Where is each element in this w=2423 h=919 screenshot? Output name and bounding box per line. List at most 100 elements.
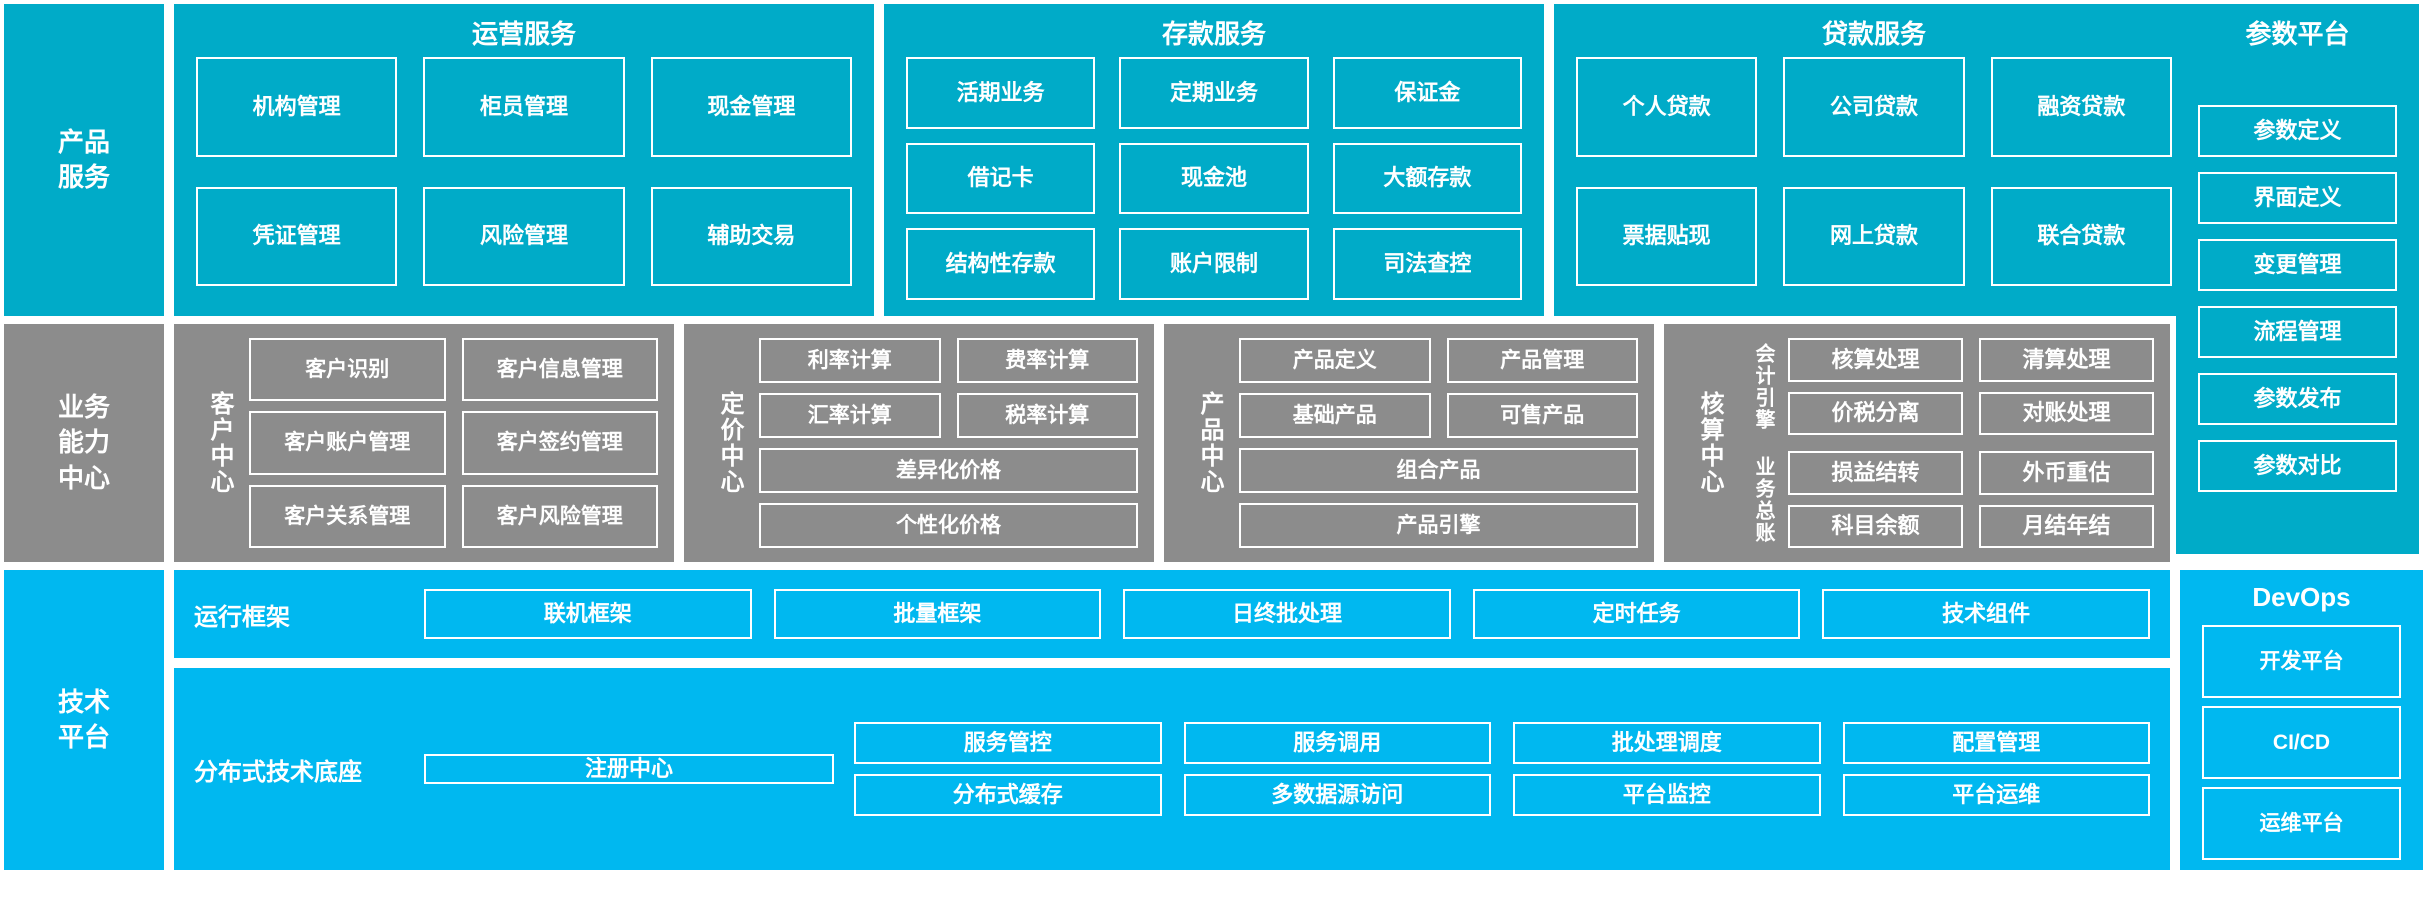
parameter-platform-list: 参数定义 界面定义 变更管理 流程管理 参数发布 参数对比 xyxy=(2198,57,2397,540)
service-cell[interactable]: 结构性存款 xyxy=(906,228,1096,300)
capability-cell[interactable]: 客户签约管理 xyxy=(461,411,658,475)
service-cell[interactable]: 风险管理 xyxy=(423,186,625,286)
base-cell[interactable]: 服务调用 xyxy=(1183,722,1491,764)
capability-cell[interactable]: 利率计算 xyxy=(759,338,941,383)
layer-business-capability: 业务能力中心 客户中心 客户识别 客户信息管理 客户账户管理 客户签约管理 客户… xyxy=(0,324,2423,562)
group-title-deposit: 存款服务 xyxy=(1161,19,1266,49)
capability-cell[interactable]: 基础产品 xyxy=(1239,393,1431,438)
operations-service-grid: 机构管理 柜员管理 现金管理 凭证管理 风险管理 辅助交易 xyxy=(196,57,852,300)
layer-product-services: 产品服务 运营服务 机构管理 柜员管理 现金管理 凭证管理 风险管理 辅助交易 … xyxy=(0,4,2423,554)
center-product: 产品中心 产品定义 产品管理 基础产品 可售产品 组合产品 产品引擎 xyxy=(1164,324,1654,562)
distributed-base-row: 分布式技术底座 注册中心 服务管控 分布式缓存 服务调用 多数据源访问 批处理调… xyxy=(174,668,2170,870)
service-cell[interactable]: 现金管理 xyxy=(650,57,852,157)
capability-cell[interactable]: 客户账户管理 xyxy=(249,411,446,475)
subgroup-label-business-ledger: 业务总账 xyxy=(1752,455,1774,544)
capability-cell[interactable]: 对账处理 xyxy=(1979,391,2154,435)
capability-cell[interactable]: 核算处理 xyxy=(1788,338,1963,382)
capability-cell[interactable]: 客户关系管理 xyxy=(249,484,446,548)
devops-cell[interactable]: 开发平台 xyxy=(2202,625,2401,698)
accounting-subgroup-ledger: 业务总账 损益结转 外币重估 科目余额 月结年结 xyxy=(1739,451,2154,548)
capability-cell[interactable]: 产品引擎 xyxy=(1239,503,1638,548)
registry-center-cell[interactable]: 注册中心 xyxy=(424,753,834,785)
capability-cell[interactable]: 可售产品 xyxy=(1446,393,1638,438)
center-label-product: 产品中心 xyxy=(1196,391,1223,495)
service-cell[interactable]: 凭证管理 xyxy=(196,186,398,286)
service-cell[interactable]: 网上贷款 xyxy=(1783,186,1965,286)
center-accounting: 核算中心 会计引擎 核算处理 清算处理 价税分离 对账处理 业务总账 损益结转 xyxy=(1664,324,2170,562)
center-customer: 客户中心 客户识别 客户信息管理 客户账户管理 客户签约管理 客户关系管理 客户… xyxy=(174,324,674,562)
service-cell[interactable]: 大额存款 xyxy=(1332,142,1522,215)
parameter-cell[interactable]: 变更管理 xyxy=(2198,239,2397,291)
parameter-cell[interactable]: 界面定义 xyxy=(2198,172,2397,224)
base-cell[interactable]: 平台运维 xyxy=(1842,774,2150,816)
subgroup-label-accounting-engine: 会计引擎 xyxy=(1752,342,1774,431)
runtime-cell[interactable]: 技术组件 xyxy=(1822,589,2150,639)
base-cell[interactable]: 配置管理 xyxy=(1842,722,2150,764)
group-operations-services: 运营服务 机构管理 柜员管理 现金管理 凭证管理 风险管理 辅助交易 xyxy=(174,4,874,316)
capability-cell[interactable]: 价税分离 xyxy=(1788,391,1963,435)
service-cell[interactable]: 辅助交易 xyxy=(650,186,852,286)
service-cell[interactable]: 个人贷款 xyxy=(1576,57,1758,157)
runtime-cell[interactable]: 日终批处理 xyxy=(1123,589,1451,639)
parameter-cell[interactable]: 参数对比 xyxy=(2198,440,2397,492)
service-cell[interactable]: 现金池 xyxy=(1119,142,1309,215)
base-cell[interactable]: 分布式缓存 xyxy=(854,774,1162,816)
service-cell[interactable]: 融资贷款 xyxy=(1990,57,2172,157)
base-cell[interactable]: 服务管控 xyxy=(854,722,1162,764)
runtime-cell[interactable]: 联机框架 xyxy=(424,589,752,639)
service-cell[interactable]: 账户限制 xyxy=(1119,228,1309,300)
capability-cell[interactable]: 税率计算 xyxy=(956,393,1138,438)
parameter-cell[interactable]: 流程管理 xyxy=(2198,306,2397,358)
capability-cell[interactable]: 客户信息管理 xyxy=(461,338,658,402)
service-cell[interactable]: 公司贷款 xyxy=(1783,57,1965,157)
capability-cell[interactable]: 损益结转 xyxy=(1788,451,1963,495)
parameter-cell[interactable]: 参数定义 xyxy=(2198,105,2397,157)
accounting-center-inner: 会计引擎 核算处理 清算处理 价税分离 对账处理 业务总账 损益结转 外币重估 … xyxy=(1739,338,2154,548)
runtime-framework-row: 运行框架 联机框架 批量框架 日终批处理 定时任务 技术组件 xyxy=(174,570,2170,658)
customer-center-grid: 客户识别 客户信息管理 客户账户管理 客户签约管理 客户关系管理 客户风险管理 xyxy=(249,338,658,548)
distributed-base-label: 分布式技术底座 xyxy=(194,758,362,786)
capability-cell[interactable]: 月结年结 xyxy=(1979,504,2154,548)
capability-cell[interactable]: 外币重估 xyxy=(1979,451,2154,495)
base-cell[interactable]: 多数据源访问 xyxy=(1183,774,1491,816)
parameter-cell[interactable]: 参数发布 xyxy=(2198,373,2397,425)
capability-cell[interactable]: 清算处理 xyxy=(1979,338,2154,382)
group-parameter-platform: 参数平台 参数定义 界面定义 变更管理 流程管理 参数发布 参数对比 xyxy=(2176,4,2419,554)
tech-platform-main: 运行框架 联机框架 批量框架 日终批处理 定时任务 技术组件 分布式技术底座 注… xyxy=(174,570,2170,870)
capability-cell[interactable]: 差异化价格 xyxy=(759,448,1138,493)
service-cell[interactable]: 联合贷款 xyxy=(1990,186,2172,286)
capability-cell[interactable]: 个性化价格 xyxy=(759,503,1138,548)
base-column: 批处理调度 平台监控 xyxy=(1513,722,1821,816)
service-cell[interactable]: 票据贴现 xyxy=(1576,186,1758,286)
runtime-cell[interactable]: 批量框架 xyxy=(773,589,1102,639)
devops-cell[interactable]: CI/CD xyxy=(2202,706,2401,779)
group-title-parameter-platform: 参数平台 xyxy=(2245,19,2350,49)
product-center-grid: 产品定义 产品管理 基础产品 可售产品 组合产品 产品引擎 xyxy=(1239,338,1638,548)
devops-cell[interactable]: 运维平台 xyxy=(2202,787,2401,860)
service-cell[interactable]: 保证金 xyxy=(1332,57,1522,129)
group-devops: DevOps 开发平台 CI/CD 运维平台 xyxy=(2180,570,2423,870)
service-cell[interactable]: 司法查控 xyxy=(1332,228,1522,300)
service-cell[interactable]: 柜员管理 xyxy=(423,57,625,157)
capability-cell[interactable]: 汇率计算 xyxy=(759,393,941,438)
runtime-cell[interactable]: 定时任务 xyxy=(1472,589,1801,639)
service-cell[interactable]: 借记卡 xyxy=(906,142,1096,215)
base-cell[interactable]: 批处理调度 xyxy=(1513,722,1821,764)
capability-cell[interactable]: 产品定义 xyxy=(1239,338,1431,383)
service-cell[interactable]: 机构管理 xyxy=(196,57,398,157)
accounting-engine-grid: 核算处理 清算处理 价税分离 对账处理 xyxy=(1788,338,2154,435)
capability-cell[interactable]: 科目余额 xyxy=(1788,504,1963,548)
layer-label-product-services: 产品服务 xyxy=(4,4,164,316)
capability-cell[interactable]: 费率计算 xyxy=(956,338,1138,383)
capability-cell[interactable]: 产品管理 xyxy=(1446,338,1638,383)
group-deposit-services: 存款服务 活期业务 定期业务 保证金 借记卡 现金池 大额存款 结构性存款 账户… xyxy=(884,4,1544,316)
layer-label-business-capability: 业务能力中心 xyxy=(4,324,164,562)
capability-cell[interactable]: 客户识别 xyxy=(249,338,446,402)
service-cell[interactable]: 活期业务 xyxy=(906,57,1096,129)
base-column: 配置管理 平台运维 xyxy=(1842,722,2150,816)
service-cell[interactable]: 定期业务 xyxy=(1119,57,1309,129)
base-cell[interactable]: 平台监控 xyxy=(1513,774,1821,816)
capability-cell[interactable]: 组合产品 xyxy=(1239,448,1638,493)
capability-cell[interactable]: 客户风险管理 xyxy=(461,484,658,548)
